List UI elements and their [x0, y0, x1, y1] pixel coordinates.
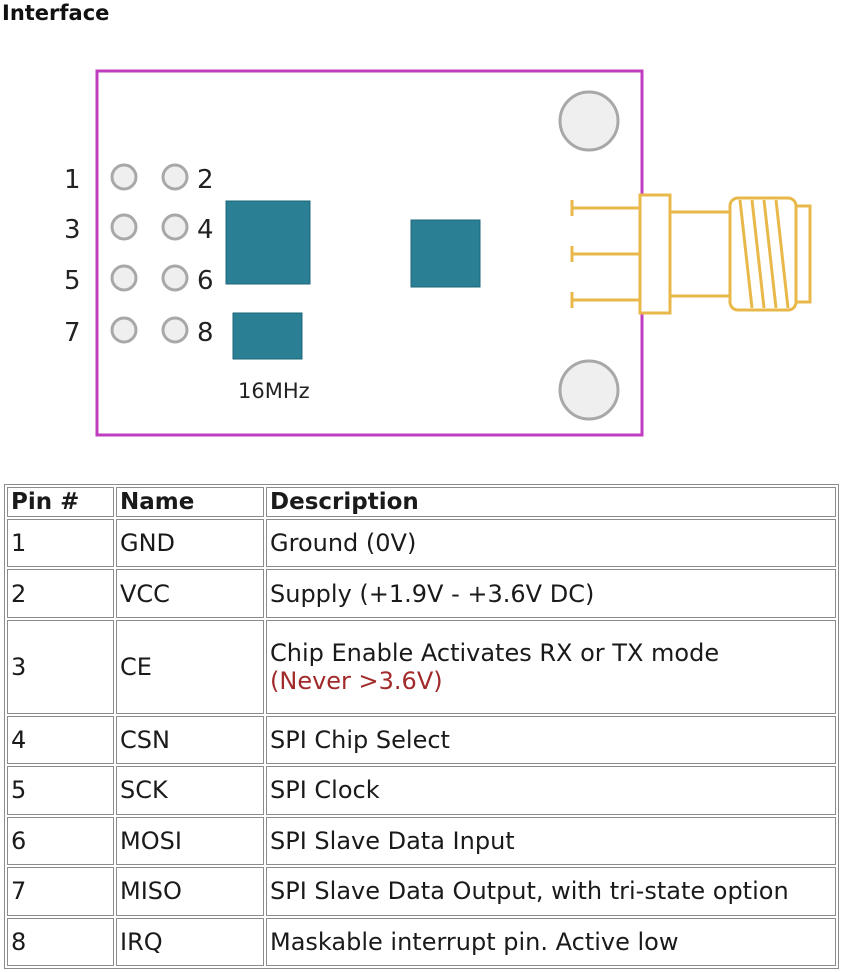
cell-pin: 6 [7, 816, 114, 866]
cell-name: CSN [116, 715, 264, 765]
rf-chip [410, 219, 481, 288]
header-description: Description [266, 487, 836, 517]
table-row: 2 VCC Supply (+1.9V - +3.6V DC) [7, 569, 836, 618]
cell-pin: 5 [7, 766, 114, 815]
description-text: Chip Enable Activates RX or TX mode [270, 638, 720, 667]
pin-pad-1 [110, 163, 138, 191]
pin-pad-2 [161, 163, 189, 191]
table-row: 4 CSN SPI Chip Select [7, 715, 836, 765]
cell-description: SPI Clock [266, 766, 836, 815]
crystal-chip [232, 312, 303, 360]
main-chip [225, 200, 311, 285]
mounting-hole-bottom [558, 359, 620, 421]
pin-number-2: 2 [197, 165, 214, 195]
cell-name: MOSI [116, 816, 264, 866]
pin-number-4: 4 [197, 215, 214, 245]
cell-name: VCC [116, 569, 264, 618]
cell-description: SPI Slave Data Input [266, 816, 836, 866]
cell-name: MISO [116, 867, 264, 916]
header-name: Name [116, 487, 264, 517]
cell-description: Chip Enable Activates RX or TX mode (Nev… [266, 619, 836, 714]
sma-antenna-connector [570, 193, 812, 315]
cell-description: Ground (0V) [266, 519, 836, 568]
cell-description: SPI Slave Data Output, with tri-state op… [266, 867, 836, 916]
warning-note: (Never >3.6V) [270, 666, 443, 695]
pin-pad-8 [161, 316, 189, 344]
cell-description: SPI Chip Select [266, 715, 836, 765]
table-row: 3 CE Chip Enable Activates RX or TX mode… [7, 619, 836, 714]
pin-pad-6 [161, 264, 189, 292]
cell-description: Supply (+1.9V - +3.6V DC) [266, 569, 836, 618]
cell-name: IRQ [116, 917, 264, 966]
pin-pad-3 [110, 213, 138, 241]
board-outline [95, 69, 644, 437]
pin-header [110, 163, 189, 344]
cell-description: Maskable interrupt pin. Active low [266, 917, 836, 966]
cell-name: CE [116, 619, 264, 714]
table-row: 7 MISO SPI Slave Data Output, with tri-s… [7, 867, 836, 916]
table-row: 6 MOSI SPI Slave Data Input [7, 816, 836, 866]
cell-pin: 7 [7, 867, 114, 916]
cell-name: GND [116, 519, 264, 568]
cell-name: SCK [116, 766, 264, 815]
pin-pad-5 [110, 264, 138, 292]
cell-pin: 8 [7, 917, 114, 966]
pin-pad-7 [110, 316, 138, 344]
cell-pin: 3 [7, 619, 114, 714]
table-row: 5 SCK SPI Clock [7, 766, 836, 815]
pin-number-8: 8 [197, 318, 214, 348]
cell-pin: 1 [7, 519, 114, 568]
pin-number-1: 1 [64, 165, 81, 195]
pin-number-5: 5 [64, 266, 81, 296]
pin-number-3: 3 [64, 215, 81, 245]
pin-number-7: 7 [64, 318, 81, 348]
table-row: 8 IRQ Maskable interrupt pin. Active low [7, 917, 836, 966]
mounting-hole-top [558, 90, 620, 152]
table-row: 1 GND Ground (0V) [7, 519, 836, 568]
section-heading: Interface [2, 1, 110, 25]
pin-table: Pin # Name Description 1 GND Ground (0V)… [4, 484, 839, 969]
cell-pin: 2 [7, 569, 114, 618]
pin-pad-4 [161, 213, 189, 241]
module-diagram: 1 2 3 4 5 6 7 8 16MHz [64, 69, 812, 437]
header-pin: Pin # [7, 487, 114, 517]
table-header-row: Pin # Name Description [7, 487, 836, 517]
cell-pin: 4 [7, 715, 114, 765]
pin-number-6: 6 [197, 266, 214, 296]
crystal-label: 16MHz [238, 379, 310, 403]
